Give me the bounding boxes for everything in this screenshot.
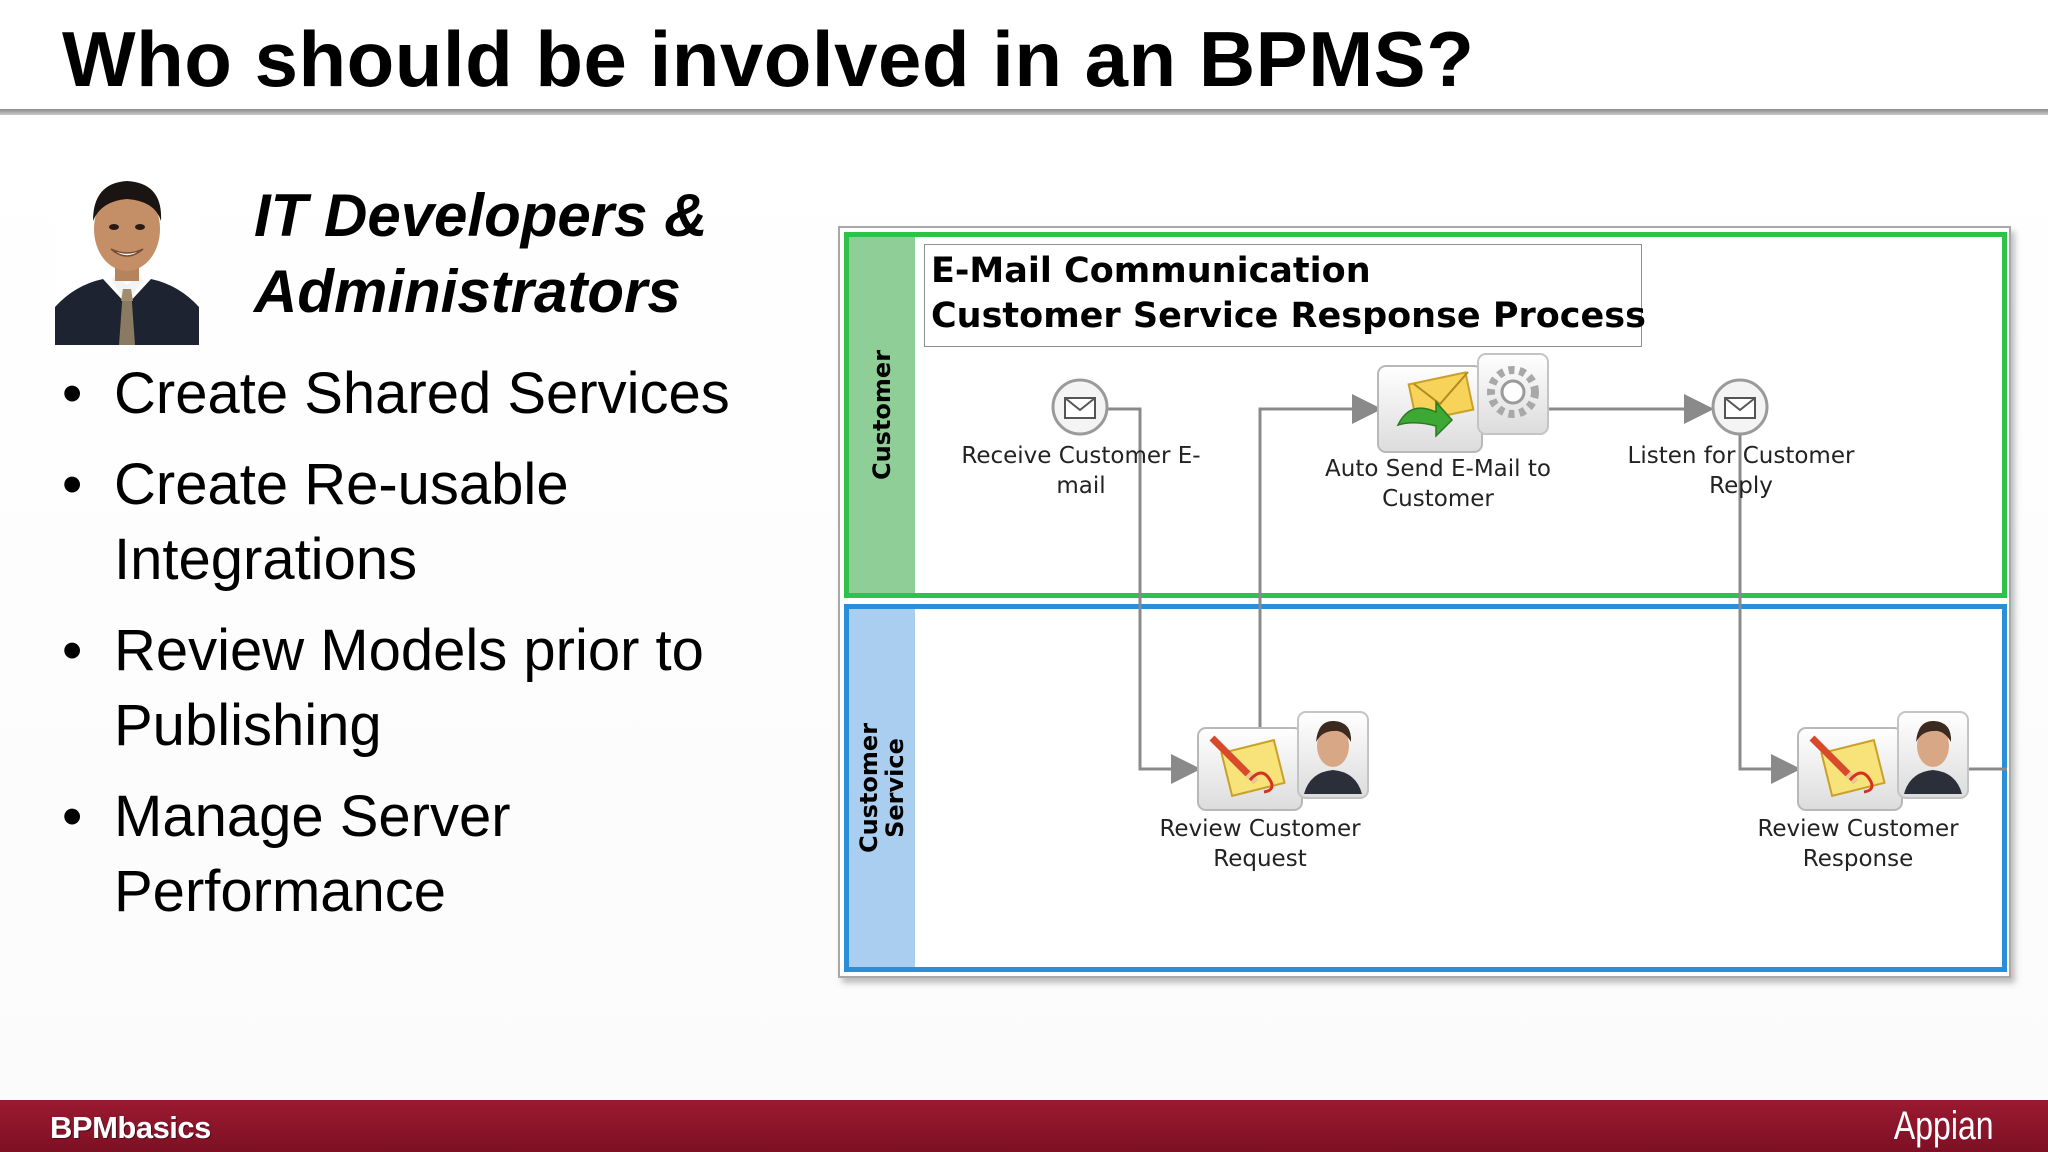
appian-logo: Appian	[1894, 1104, 1994, 1148]
bullet-icon: •	[62, 361, 83, 426]
customer-service-lane-header: Customer Service	[849, 609, 915, 967]
list-item-text: Manage Server Performance	[114, 784, 511, 924]
customer-service-lane-label: Customer Service	[855, 722, 910, 854]
review-request-label-line1: Review Customer	[1159, 816, 1361, 842]
list-item: • Manage Server Performance	[62, 779, 802, 929]
slide-title: Who should be involved in an BPMS?	[62, 15, 1475, 103]
review-response-label: Review Customer Response	[1738, 814, 1978, 874]
process-title-line1: E-Mail Communication	[931, 251, 1371, 291]
auto-send-label-line2: Customer	[1382, 486, 1494, 512]
listen-reply-label: Listen for Customer Reply	[1614, 441, 1868, 501]
list-item-text: Create Shared Services	[114, 361, 730, 426]
list-item-text: Create Re-usable Integrations	[114, 452, 569, 592]
receive-email-label: Receive Customer E- mail	[950, 441, 1212, 501]
title-divider	[0, 109, 2048, 115]
review-response-label-line1: Review Customer	[1757, 816, 1959, 842]
customer-swimlane: Customer	[844, 232, 2007, 598]
review-response-label-line2: Response	[1802, 846, 1914, 872]
process-title-line2: Customer Service Response Process	[931, 296, 1646, 336]
listen-reply-label-line2: Reply	[1709, 473, 1773, 499]
bullet-icon: •	[62, 452, 83, 517]
customer-service-swimlane: Customer Service	[844, 604, 2007, 972]
review-request-label-line2: Request	[1213, 846, 1307, 872]
customer-lane-header: Customer	[849, 237, 915, 593]
role-heading-line2: Administrators	[254, 258, 681, 325]
bullet-icon: •	[62, 784, 83, 849]
list-item-text: Review Models prior to Publishing	[114, 618, 704, 758]
responsibility-list: • Create Shared Services • Create Re-usa…	[62, 356, 802, 945]
customer-service-lane-label-line1: Customer	[855, 722, 884, 854]
list-item: • Create Shared Services	[62, 356, 802, 431]
bpmbasics-logo: BPMbasics	[50, 1110, 211, 1145]
role-heading: IT Developers & Administrators	[254, 178, 814, 330]
auto-send-label: Auto Send E-Mail to Customer	[1308, 454, 1568, 514]
list-item: • Create Re-usable Integrations	[62, 447, 802, 597]
customer-service-lane-label-line2: Service	[881, 738, 910, 838]
role-heading-line1: IT Developers &	[254, 182, 708, 249]
list-item: • Review Models prior to Publishing	[62, 613, 802, 763]
receive-email-label-line1: Receive Customer E-	[961, 443, 1201, 469]
listen-reply-label-line1: Listen for Customer	[1627, 443, 1855, 469]
review-request-label: Review Customer Request	[1140, 814, 1380, 874]
process-diagram: Customer Customer Service	[838, 226, 2011, 978]
customer-lane-label: Customer	[868, 349, 897, 481]
bullet-icon: •	[62, 618, 83, 683]
developer-photo	[55, 167, 199, 345]
auto-send-label-line1: Auto Send E-Mail to	[1325, 456, 1551, 482]
footer-bar: BPMbasics Appian	[0, 1100, 2048, 1152]
process-title-box: E-Mail Communication Customer Service Re…	[924, 244, 1646, 347]
receive-email-label-line2: mail	[1056, 473, 1106, 499]
